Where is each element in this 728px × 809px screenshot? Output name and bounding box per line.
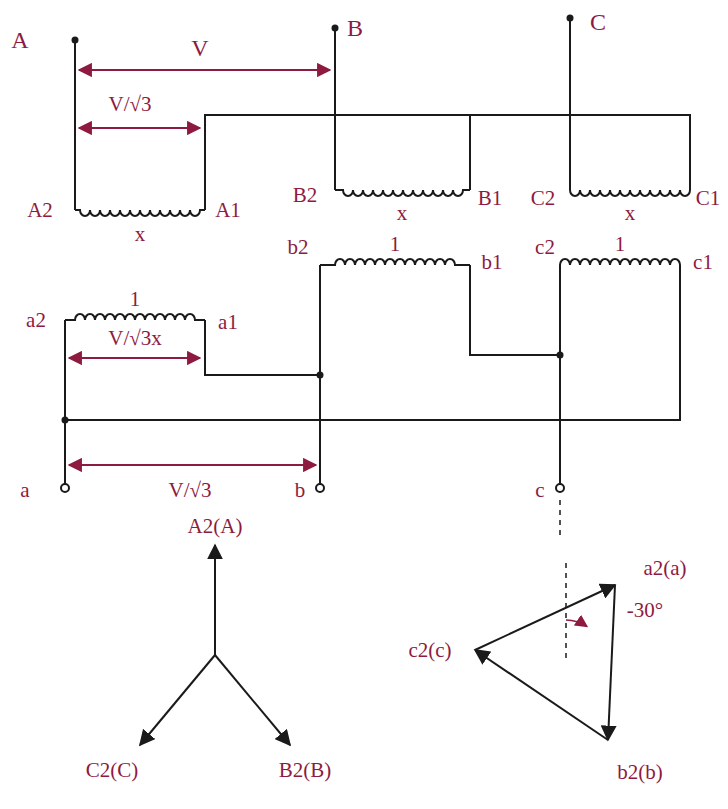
winding-end-label: C2 (529, 187, 558, 210)
terminal-circle (556, 484, 564, 492)
phasor-label: B2(B) (277, 759, 334, 782)
winding-end-label: c2 (533, 236, 557, 259)
phasor-arrow (608, 585, 615, 740)
junction-dot (557, 352, 564, 359)
junction-dots (62, 15, 574, 424)
secondary-winding (65, 314, 205, 320)
phasor-arrow (140, 655, 215, 745)
delta-phasor (475, 500, 615, 740)
terminal-label: a (18, 479, 31, 502)
turns-ratio: x (133, 223, 148, 246)
winding-end-label: C1 (694, 187, 723, 210)
winding-end-label: b2 (286, 236, 311, 259)
winding-end-label: B2 (291, 184, 320, 207)
winding-end-label: A1 (213, 199, 243, 222)
terminal-lead (334, 28, 336, 190)
reference-line (565, 560, 567, 658)
star-phasor (140, 545, 290, 745)
star-point-wire (205, 115, 690, 210)
phasor-arrow (475, 585, 615, 650)
delta-wire (64, 320, 66, 484)
star-point-wire (469, 115, 471, 190)
phasor-label: A2(A) (186, 515, 245, 538)
output-terminals (61, 484, 564, 492)
delta-wire (470, 265, 560, 355)
delta-wire (559, 265, 561, 484)
winding-end-label: A2 (25, 199, 55, 222)
voltage-label: V/√3x (106, 327, 164, 350)
winding-end-label: a2 (24, 309, 48, 332)
voltage-arrows (69, 70, 330, 465)
winding-end-label: B1 (476, 187, 505, 210)
voltage-label: V/√3 (166, 479, 213, 502)
secondary-winding (560, 259, 680, 265)
terminal-lead (569, 18, 571, 190)
terminal-label: c (533, 479, 546, 502)
terminal-lead (74, 40, 76, 210)
phasor-label: C2(C) (84, 759, 141, 782)
turns-ratio: x (395, 202, 410, 225)
phasor-label: a2(a) (641, 557, 688, 580)
winding-end-label: c1 (691, 251, 715, 274)
terminal-label: b (293, 479, 308, 502)
terminal-label: A (9, 27, 30, 53)
terminal-dot (72, 37, 79, 44)
dimension-arrow (79, 127, 200, 129)
junction-dot (317, 372, 324, 379)
terminal-dot (567, 15, 574, 22)
junction-dot (62, 417, 69, 424)
wiring (65, 18, 690, 484)
dimension-arrow (79, 69, 330, 71)
delta-wire (65, 265, 680, 420)
angle-arc (566, 620, 587, 627)
secondary-winding (320, 259, 470, 265)
turns-ratio: 1 (388, 233, 403, 256)
angle-label: -30° (625, 599, 665, 622)
primary-winding (335, 190, 470, 196)
reference-line (559, 500, 561, 540)
phasor-arrow (475, 650, 608, 740)
terminal-circle (316, 484, 324, 492)
terminal-dot (332, 25, 339, 32)
turns-ratio: 1 (613, 233, 628, 256)
turns-ratio: x (623, 202, 638, 225)
phasor-label: b2(b) (615, 761, 665, 784)
winding-end-label: a1 (216, 311, 240, 334)
primary-winding (75, 210, 205, 216)
terminal-label: C (588, 9, 608, 35)
dimension-arrow (69, 464, 316, 466)
terminal-circle (61, 484, 69, 492)
voltage-label: V (189, 35, 210, 61)
phasor-arrow (215, 655, 290, 745)
terminal-label: B (345, 15, 365, 41)
phasor-label: c2(c) (406, 639, 453, 662)
dimension-arrow (69, 357, 200, 359)
primary-winding (570, 190, 690, 196)
voltage-label: V/√3 (106, 93, 153, 116)
winding-end-label: b1 (480, 251, 505, 274)
turns-ratio: 1 (128, 288, 143, 311)
phasor-arrow (214, 545, 216, 655)
